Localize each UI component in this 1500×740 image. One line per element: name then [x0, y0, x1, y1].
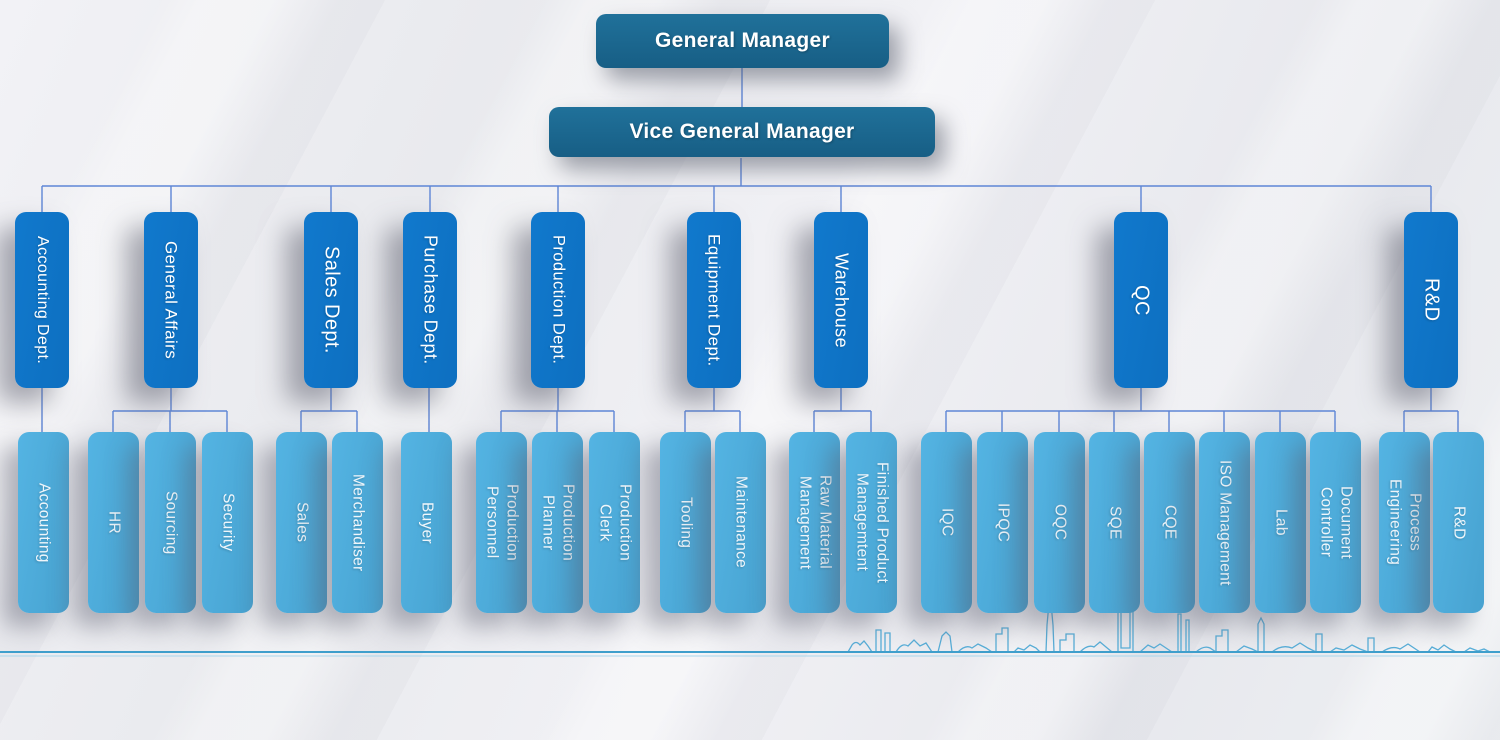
node-production-planner: Production Planner: [532, 432, 583, 613]
node-document-controller: Document Controller: [1310, 432, 1361, 613]
node-cqe: CQE: [1144, 432, 1195, 613]
node-iso-management: ISO Management: [1199, 432, 1250, 613]
node-label: Sourcing: [162, 490, 180, 555]
node-label: Purchase Dept.: [420, 235, 441, 365]
node-label: Production Personnel: [483, 483, 521, 562]
node-label: Buyer: [418, 501, 436, 544]
node-sales-dept: Sales Dept.: [304, 212, 358, 388]
node-label: Production Clerk: [596, 483, 634, 562]
node-label: Sales Dept.: [320, 246, 343, 354]
node-iqc: IQC: [921, 432, 972, 613]
node-label: SQE: [1106, 505, 1124, 540]
node-label: Lab: [1272, 509, 1290, 536]
node-label: Process Engineering: [1386, 479, 1424, 566]
node-accounting: Accounting: [18, 432, 69, 613]
node-ipqc: IPQC: [977, 432, 1028, 613]
node-label: R&D: [1450, 505, 1468, 540]
node-buyer: Buyer: [401, 432, 452, 613]
node-sourcing: Sourcing: [145, 432, 196, 613]
node-label: CQE: [1161, 505, 1179, 540]
node-security: Security: [202, 432, 253, 613]
node-production-clerk: Production Clerk: [589, 432, 640, 613]
node-label: Equipment Dept.: [704, 233, 724, 367]
node-equipment-dept: Equipment Dept.: [687, 212, 741, 388]
node-label: Sales: [293, 502, 311, 543]
node-label: Vice General Manager: [629, 120, 855, 143]
node-raw-material-management: Raw Material Management: [789, 432, 840, 613]
node-accounting-dept: Accounting Dept.: [15, 212, 69, 388]
node-merchandiser: Merchandiser: [332, 432, 383, 613]
node-label: OQC: [1051, 504, 1069, 541]
node-hr: HR: [88, 432, 139, 613]
node-process-engineering: Process Engineering: [1379, 432, 1430, 613]
node-label: ISO Management: [1216, 459, 1234, 586]
node-maintenance: Maintenance: [715, 432, 766, 613]
node-label: Warehouse: [831, 252, 852, 348]
node-production-personnel: Production Personnel: [476, 432, 527, 613]
node-label: Finished Product Managemtent: [853, 461, 891, 584]
node-label: Accounting Dept.: [34, 235, 51, 365]
node-sales: Sales: [276, 432, 327, 613]
node-label: General Manager: [655, 29, 830, 52]
node-label: Security: [219, 493, 237, 552]
node-label: Maintenance: [732, 476, 750, 569]
node-lab: Lab: [1255, 432, 1306, 613]
node-purchase-dept: Purchase Dept.: [403, 212, 457, 388]
node-sqe: SQE: [1089, 432, 1140, 613]
node-label: Raw Material Management: [796, 475, 834, 570]
node-rd-team: R&D: [1433, 432, 1484, 613]
bottom-rule-line: [0, 651, 1500, 657]
node-general-manager: General Manager: [596, 14, 889, 68]
node-tooling: Tooling: [660, 432, 711, 613]
node-label: IPQC: [994, 502, 1012, 543]
node-label: IQC: [938, 508, 956, 537]
node-rd: R&D: [1404, 212, 1458, 388]
node-label: R&D: [1420, 278, 1443, 322]
node-label: Document Controller: [1317, 485, 1355, 560]
node-oqc: OQC: [1034, 432, 1085, 613]
node-label: Tooling: [677, 496, 695, 549]
node-qc: QC: [1114, 212, 1168, 388]
node-label: Merchandiser: [349, 473, 367, 572]
node-general-affairs: General Affairs: [144, 212, 198, 388]
node-label: General Affairs: [161, 240, 181, 360]
node-production-dept: Production Dept.: [531, 212, 585, 388]
node-finished-product-management: Finished Product Managemtent: [846, 432, 897, 613]
node-label: QC: [1130, 284, 1153, 316]
node-label: Production Dept.: [549, 235, 568, 365]
node-label: HR: [105, 511, 123, 534]
node-warehouse: Warehouse: [814, 212, 868, 388]
node-vice-general-manager: Vice General Manager: [549, 107, 935, 157]
node-label: Production Planner: [539, 483, 577, 562]
node-label: Accounting: [35, 482, 53, 563]
